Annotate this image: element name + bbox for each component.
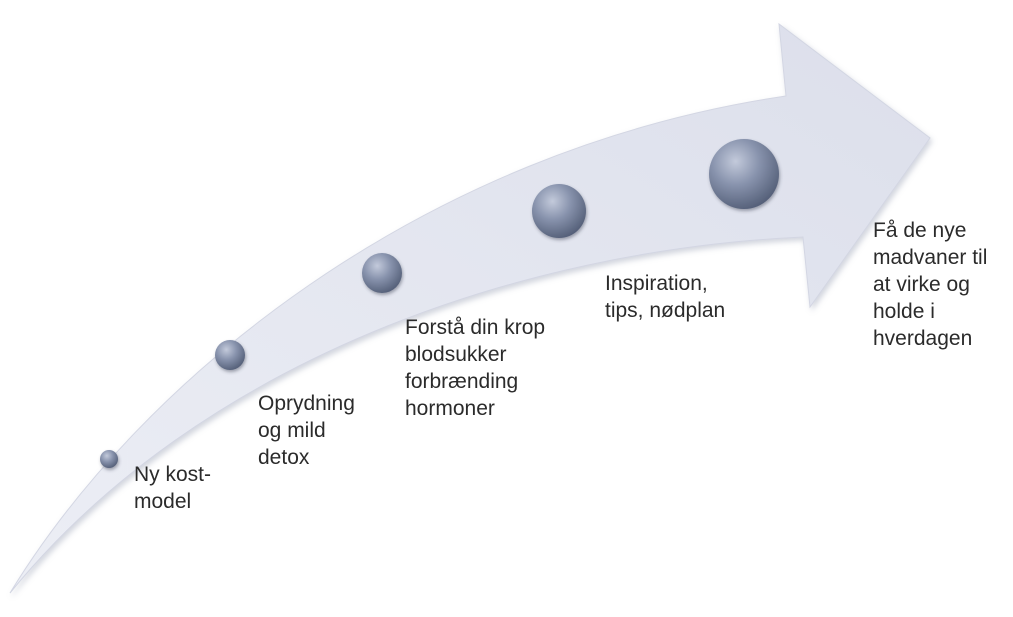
arrow-body: [9, 22, 931, 594]
step-5-line-3: at virke og: [873, 273, 970, 296]
step-2-label: Oprydning og mild detox: [258, 390, 355, 471]
step-1-line-2: model: [134, 490, 192, 513]
step-5-dot: [709, 139, 779, 209]
step-3-label: Forstå din krop blodsukker forbrænding h…: [405, 314, 545, 422]
step-1-line-1: Ny kost-: [134, 463, 212, 486]
step-4-line-2: tips, nødplan: [605, 299, 726, 322]
step-5-label: Få de nye madvaner til at virke og holde…: [873, 217, 987, 352]
step-1-dot: [100, 450, 118, 468]
step-3-dot: [362, 253, 402, 293]
step-3-line-3: forbrænding: [405, 370, 519, 393]
step-2-line-1: Oprydning: [258, 392, 355, 415]
step-4-dot: [532, 184, 586, 238]
step-3-line-1: Forstå din krop: [405, 316, 546, 339]
step-5-line-1: Få de nye: [873, 219, 967, 242]
step-3-line-4: hormoner: [405, 397, 495, 420]
step-4-line-1: Inspiration,: [605, 272, 708, 295]
step-5-line-5: hverdagen: [873, 327, 973, 350]
step-2-line-2: og mild: [258, 419, 326, 442]
step-5-line-2: madvaner til: [873, 246, 988, 269]
step-1-label: Ny kost- model: [134, 461, 211, 515]
step-2-dot: [215, 340, 245, 370]
step-5-line-4: holde i: [873, 300, 935, 323]
step-3-line-2: blodsukker: [405, 343, 507, 366]
step-4-label: Inspiration, tips, nødplan: [605, 270, 725, 324]
step-2-line-3: detox: [258, 446, 310, 469]
